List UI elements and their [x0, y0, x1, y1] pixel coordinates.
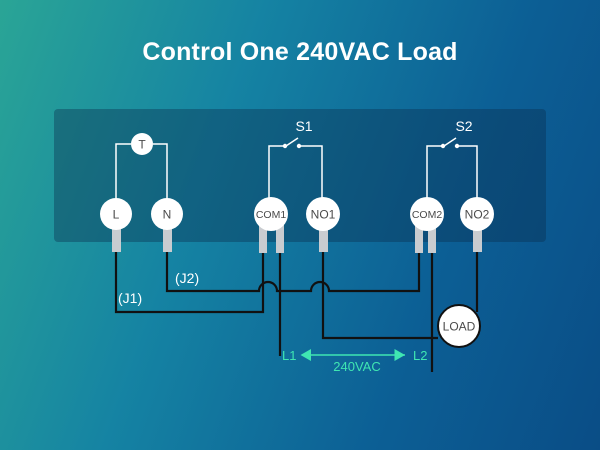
terminal-no2-label: NO2: [465, 208, 490, 222]
terminal-com1-label: COM1: [256, 209, 286, 221]
load-label: LOAD: [443, 320, 476, 334]
diagram-title: Control One 240VAC Load: [142, 38, 458, 66]
terminal-com2-label: COM2: [412, 209, 442, 221]
wire-no1-load: [321, 252, 438, 340]
load-component: LOAD: [437, 304, 481, 348]
supply-voltage-label: 240VAC: [333, 359, 380, 374]
thermostat-label: T: [138, 138, 146, 152]
external-wiring: [114, 250, 479, 372]
terminal-com2: COM2: [410, 197, 444, 253]
supply-l2-label: L2: [413, 348, 427, 363]
thermostat-terminal: [131, 133, 153, 155]
relay-switch-s1: S1: [268, 118, 323, 200]
relay-switch-s2: S2: [426, 118, 478, 200]
switch-s1-label: S1: [295, 118, 312, 134]
switch-s2-label: S2: [455, 118, 472, 134]
terminal-no1-label: NO1: [311, 208, 336, 222]
wire-j1: [114, 250, 265, 314]
terminal-no1: NO1: [306, 197, 340, 252]
thermostat-circuit: T: [115, 133, 168, 200]
terminal-n: N: [151, 198, 183, 252]
terminal-l: L: [100, 198, 132, 252]
wire-j2-label: (J2): [175, 270, 199, 286]
wire-j2: [165, 250, 421, 293]
supply-l1-label: L1: [282, 348, 296, 363]
terminal-n-label: N: [163, 208, 172, 222]
terminal-l-label: L: [113, 208, 120, 222]
terminal-com1: COM1: [254, 197, 288, 253]
terminal-no2: NO2: [460, 197, 494, 252]
wire-j1-label: (J1): [118, 290, 142, 306]
